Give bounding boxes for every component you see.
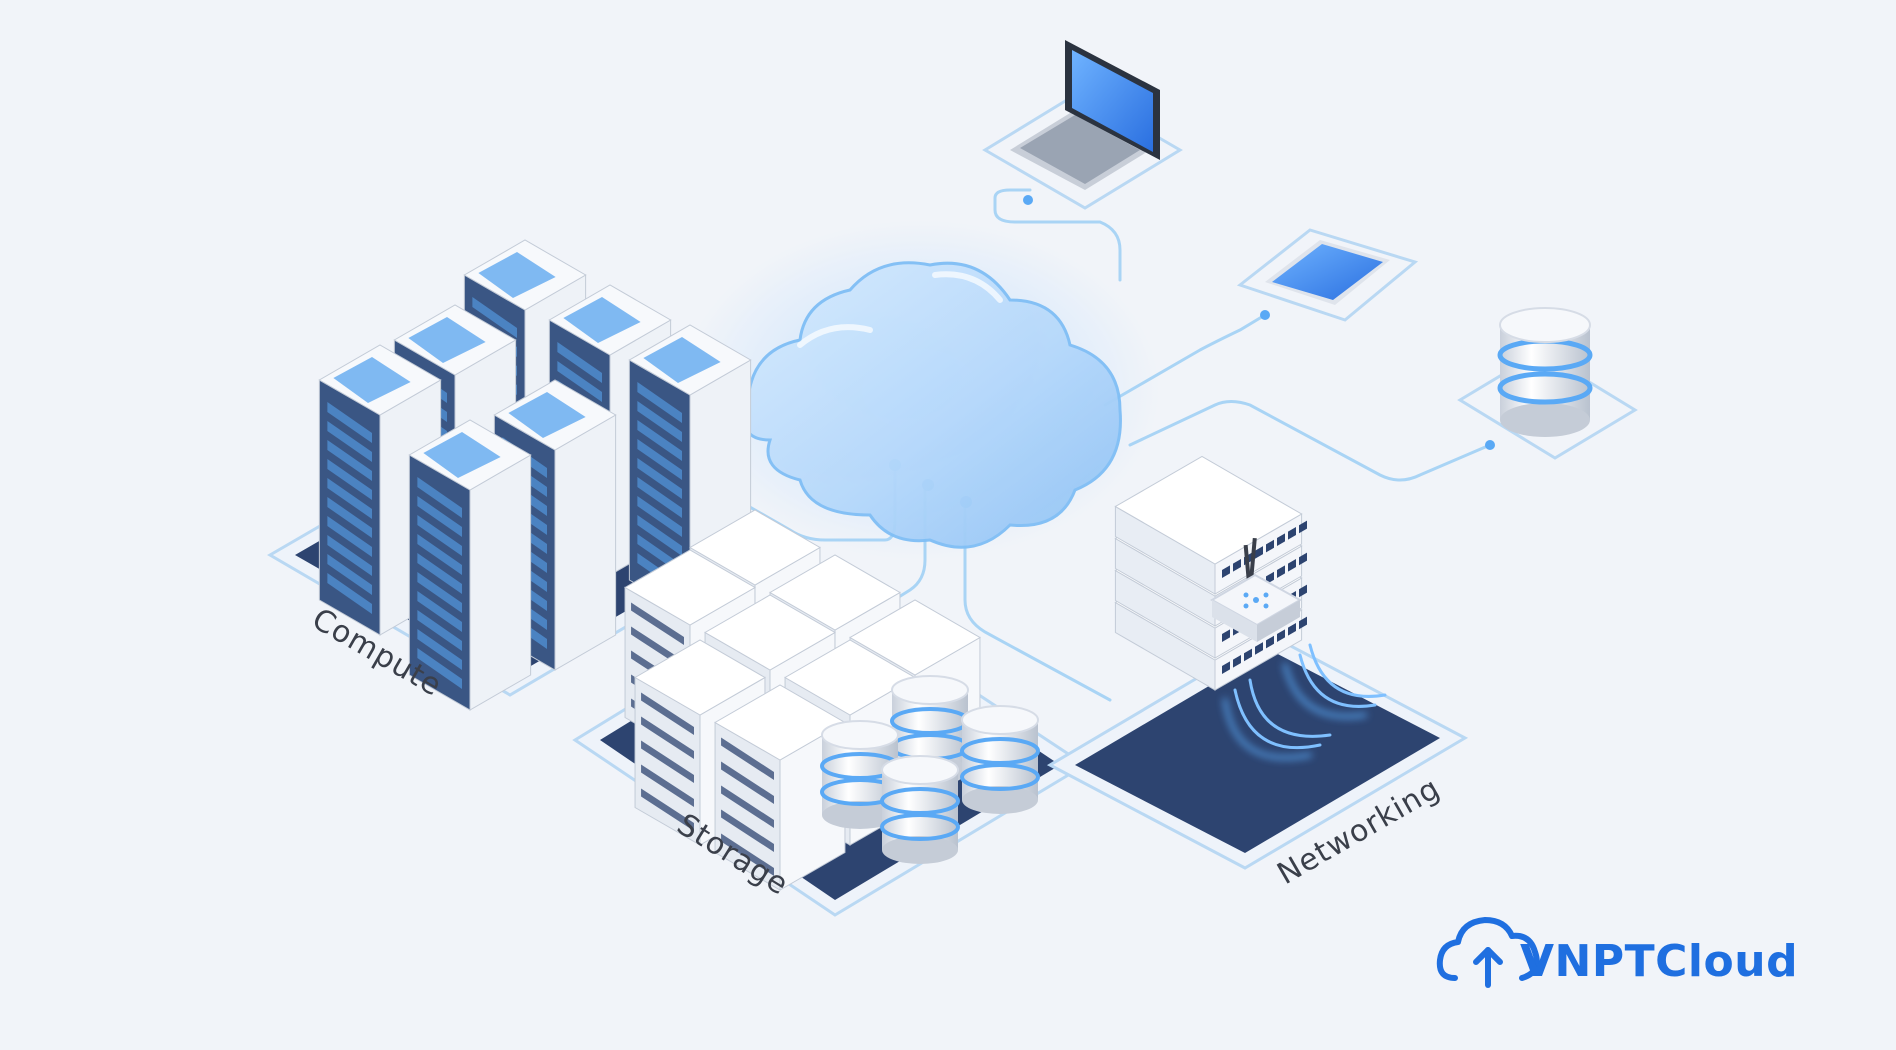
laptop-icon	[982, 40, 1183, 210]
smartphone-icon	[1236, 228, 1419, 322]
networking-zone: Networking	[1046, 455, 1469, 892]
connector-cloud-laptop	[993, 188, 1122, 282]
storage-database-icon	[820, 675, 1040, 864]
network-switch	[1114, 455, 1307, 595]
storage-array-icon	[624, 509, 981, 891]
brand-logo: VNPTCloud	[1436, 917, 1798, 988]
database-cylinder	[880, 755, 960, 864]
compute-zone: Compute	[267, 239, 763, 711]
brand-name: VNPTCloud	[1520, 936, 1798, 987]
cloud-icon	[680, 220, 1160, 560]
fiber-cables	[1223, 643, 1387, 760]
connector-cloud-network	[963, 503, 1112, 702]
server-rack	[408, 419, 532, 711]
server-rack-icon	[318, 239, 752, 711]
storage-zone: Storage	[572, 509, 1088, 917]
cloud-upload-icon	[1436, 917, 1540, 988]
database-icon	[1457, 307, 1638, 460]
router-icon	[1209, 537, 1303, 642]
connector-cloud-database	[1128, 400, 1492, 482]
connector-cloud-phone	[1103, 313, 1267, 407]
database-cylinder	[960, 705, 1040, 814]
connector-cloud-storage	[828, 488, 927, 642]
